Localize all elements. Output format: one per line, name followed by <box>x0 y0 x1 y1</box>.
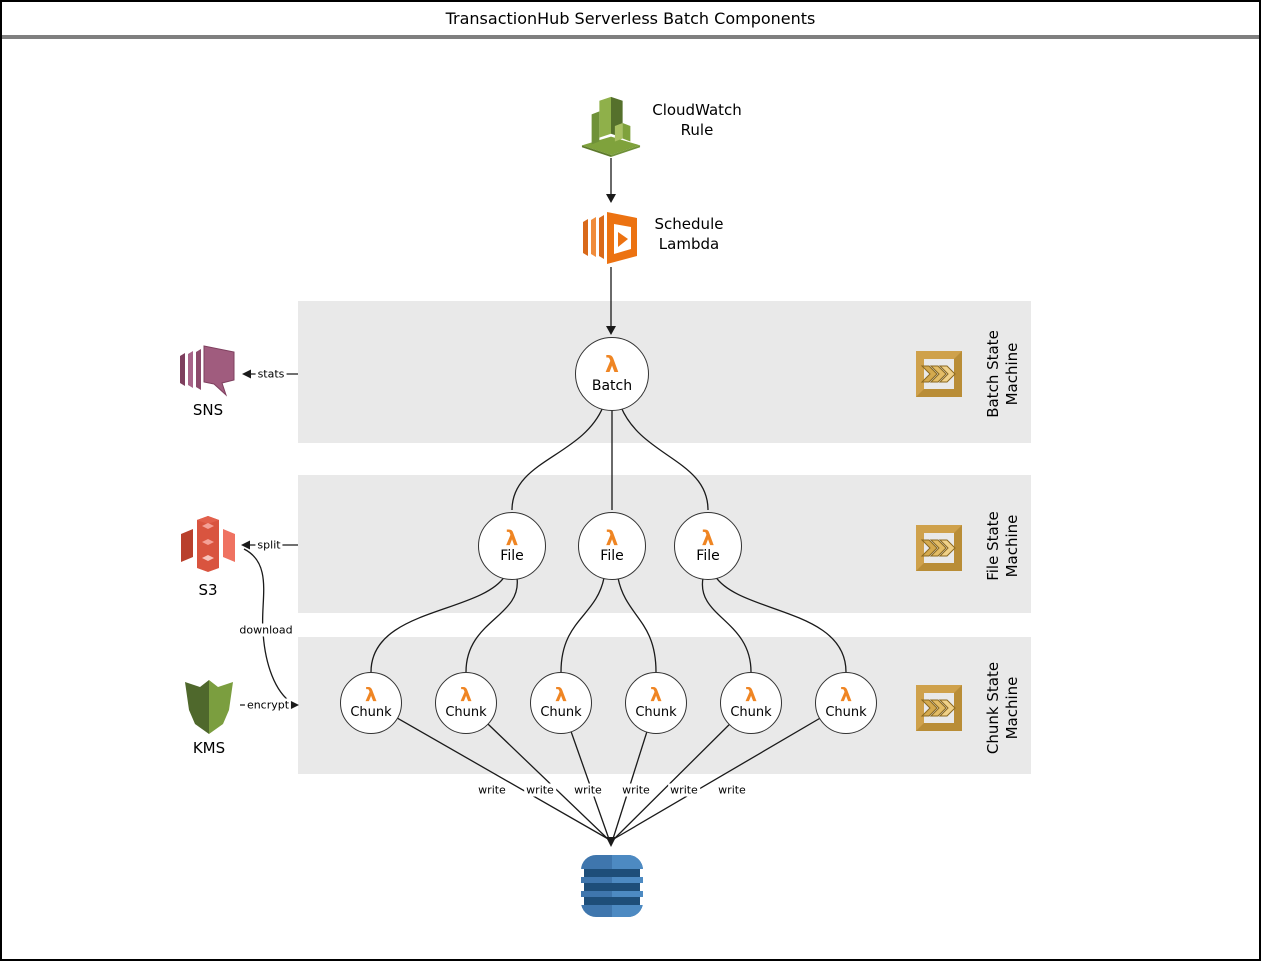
s3-label: S3 <box>198 581 218 599</box>
write-edge-label: write <box>524 783 556 797</box>
chunk-lambda-node: λ Chunk <box>815 672 877 734</box>
write-edge-label: write <box>716 783 748 797</box>
split-edge-label: split <box>255 538 283 552</box>
write-edge-label: write <box>620 783 652 797</box>
batch-lambda-node: λ Batch <box>575 337 649 411</box>
file-state-machine-band <box>298 475 1031 613</box>
stats-edge-label: stats <box>255 367 287 381</box>
arrowhead-split <box>241 540 250 550</box>
sns-icon <box>178 340 238 404</box>
download-edge-label: download <box>237 623 295 637</box>
write-edge-label: write <box>476 783 508 797</box>
chunk-lambda-node: λ Chunk <box>625 672 687 734</box>
write-edge-label: write <box>668 783 700 797</box>
step-functions-icon-chunk <box>910 679 968 741</box>
write-edge-label: write <box>572 783 604 797</box>
lambda-icon: λ <box>505 526 519 550</box>
lambda-icon: λ <box>554 684 568 706</box>
file-state-machine-label: File State Machine <box>984 511 1021 581</box>
arrowhead-schedule-batch <box>606 326 616 335</box>
step-functions-icon-file <box>910 519 968 581</box>
sns-label: SNS <box>192 401 224 419</box>
dynamodb-icon <box>575 849 649 927</box>
chunk-lambda-node: λ Chunk <box>435 672 497 734</box>
cloudwatch-rule-icon <box>580 90 642 162</box>
chunk-lambda-node: λ Chunk <box>530 672 592 734</box>
arrowhead-stats <box>242 369 251 379</box>
lambda-icon: λ <box>364 684 378 706</box>
diagram-title: TransactionHub Serverless Batch Componen… <box>2 2 1259 39</box>
batch-state-machine-label: Batch State Machine <box>984 330 1021 418</box>
s3-icon <box>179 512 237 584</box>
arrowhead-write-dynamo <box>606 837 616 847</box>
lambda-icon: λ <box>701 526 715 550</box>
lambda-icon: λ <box>839 684 853 706</box>
arrowhead-cloudwatch-schedule <box>606 194 616 203</box>
chunk-lambda-node: λ Chunk <box>720 672 782 734</box>
kms-icon <box>181 674 237 742</box>
lambda-icon: λ <box>605 352 619 378</box>
lambda-icon: λ <box>459 684 473 706</box>
lambda-icon: λ <box>605 526 619 550</box>
schedule-lambda-icon <box>581 204 641 274</box>
chunk-state-machine-label: Chunk State Machine <box>984 661 1021 755</box>
chunk-lambda-node: λ Chunk <box>340 672 402 734</box>
encrypt-edge-label: encrypt <box>244 698 292 712</box>
kms-label: KMS <box>192 739 226 757</box>
lambda-icon: λ <box>649 684 663 706</box>
schedule-lambda-label: Schedule Lambda <box>654 215 724 253</box>
file-lambda-node: λ File <box>578 512 646 580</box>
step-functions-icon-batch <box>910 345 968 407</box>
file-lambda-node: λ File <box>478 512 546 580</box>
batch-state-machine-band <box>298 301 1031 443</box>
lambda-icon: λ <box>744 684 758 706</box>
arrowhead-encrypt <box>290 700 299 710</box>
file-lambda-node: λ File <box>674 512 742 580</box>
cloudwatch-rule-label: CloudWatch Rule <box>652 101 742 139</box>
